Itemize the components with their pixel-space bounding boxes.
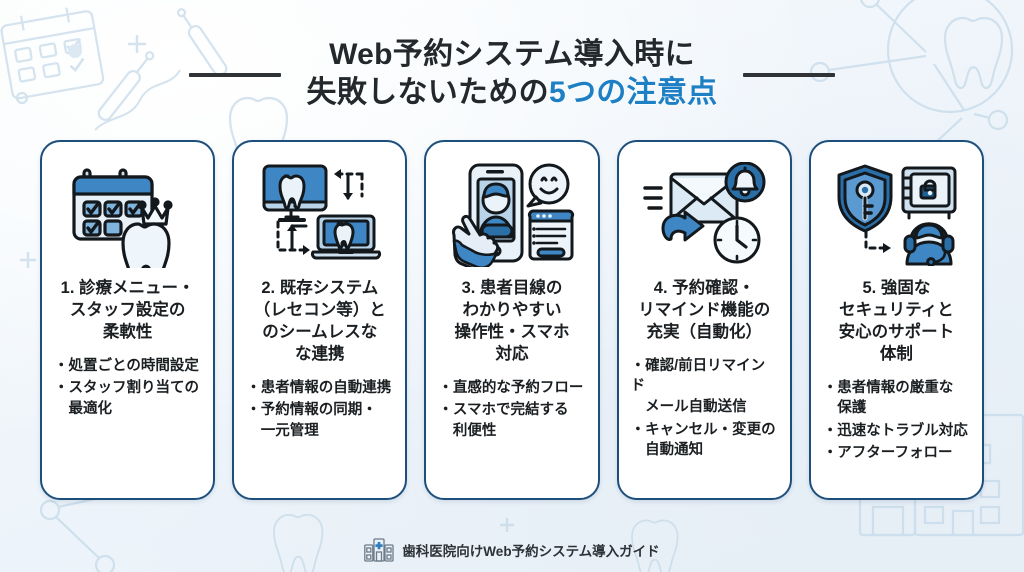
card-5-bullet-2: ・迅速なトラブル対応 (822, 422, 968, 439)
card-3[interactable]: 3. 患者目線のわかりやすい操作性・スマホ対応 ・直感的な予約フロー ・スマホで… (424, 140, 600, 500)
title-line-2-accent: 5つの注意点 (548, 76, 718, 109)
card-5-bullets: ・患者情報の厳重な 保護 ・迅速なトラブル対応 ・アフターフォロー (820, 378, 973, 466)
cards-row: 1. 診療メニュー・スタッフ設定の柔軟性 ・処置ごとの時間設定 ・スタッフ割り当… (0, 140, 1024, 528)
card-1-bullets: ・処置ごとの時間設定 ・スタッフ割り当ての 最適化 (51, 356, 204, 422)
card-3-bullet-2: ・スマホで完結する 利便性 (438, 402, 569, 439)
shield-key-safe-headset-icon (820, 158, 973, 270)
card-2-bullet-1: ・患者情報の自動連携 (246, 379, 392, 396)
title-block: Web予約システム導入時に 失敗しないための5つの注意点 (0, 0, 1024, 140)
card-2[interactable]: 2. 既存システム（レセコン等）とのシームレスなな連携 ・患者情報の自動連携 ・… (232, 140, 408, 500)
card-4-bullet-1: ・確認/前日リマインド メール自動送信 (630, 357, 766, 415)
title-rule-left (188, 73, 281, 77)
card-2-bullets: ・患者情報の自動連携 ・予約情報の同期・ 一元管理 (243, 378, 396, 444)
smartphone-user-smiley-form-icon (435, 158, 588, 270)
card-1-bullet-2: ・スタッフ割り当ての 最適化 (54, 380, 199, 417)
title-line-2: 失敗しないための5つの注意点 (307, 74, 718, 112)
card-5-heading: 5. 強固なセキュリティと安心のサポート体制 (838, 279, 955, 363)
card-4-heading: 4. 予約確認・リマインド機能の充実（自動化） (638, 279, 771, 341)
card-3-bullets: ・直感的な予約フロー ・スマホで完結する 利便性 (435, 378, 588, 444)
card-4-bullet-2: ・キャンセル・変更の 自動通知 (630, 421, 776, 459)
card-3-heading: 3. 患者目線のわかりやすい操作性・スマホ対応 (454, 279, 570, 363)
card-5[interactable]: 5. 強固なセキュリティと安心のサポート体制 ・患者情報の厳重な 保護 ・迅速な… (808, 140, 985, 500)
card-4-bullets: ・確認/前日リマインド メール自動送信 ・キャンセル・変更の 自動通知 (628, 356, 781, 463)
title-line-1: Web予約システム導入時に (329, 37, 695, 71)
card-3-bullet-1: ・直感的な予約フロー (438, 379, 584, 396)
card-1-bullet-1: ・処置ごとの時間設定 (54, 357, 199, 374)
calendar-checkmarks-crowned-tooth-icon (51, 158, 204, 270)
card-2-heading: 2. 既存システム（レセコン等）とのシームレスなな連携 (253, 279, 386, 363)
card-1[interactable]: 1. 診療メニュー・スタッフ設定の柔軟性 ・処置ごとの時間設定 ・スタッフ割り当… (40, 140, 216, 500)
clinic-building-icon (364, 538, 394, 562)
title-line-2-plain: 失敗しないための (306, 76, 549, 109)
card-1-heading: 1. 診療メニュー・スタッフ設定の柔軟性 (60, 279, 195, 341)
title-rule-right (743, 73, 836, 77)
footer-label: 歯科医院向けWeb予約システム導入ガイド (402, 544, 660, 559)
envelope-bell-clock-arrow-icon (628, 158, 781, 270)
page-title: Web予約システム導入時に 失敗しないための5つの注意点 (307, 36, 718, 113)
footer: 歯科医院向けWeb予約システム導入ガイド (0, 528, 1024, 572)
card-5-bullet-3: ・アフターフォロー (822, 445, 953, 462)
card-4[interactable]: 4. 予約確認・リマインド機能の充実（自動化） ・確認/前日リマインド メール自… (616, 140, 792, 500)
monitor-laptop-sync-tooth-icon (243, 158, 396, 270)
card-2-bullet-2: ・予約情報の同期・ 一元管理 (246, 402, 377, 439)
card-5-bullet-1: ・患者情報の厳重な 保護 (822, 379, 954, 417)
